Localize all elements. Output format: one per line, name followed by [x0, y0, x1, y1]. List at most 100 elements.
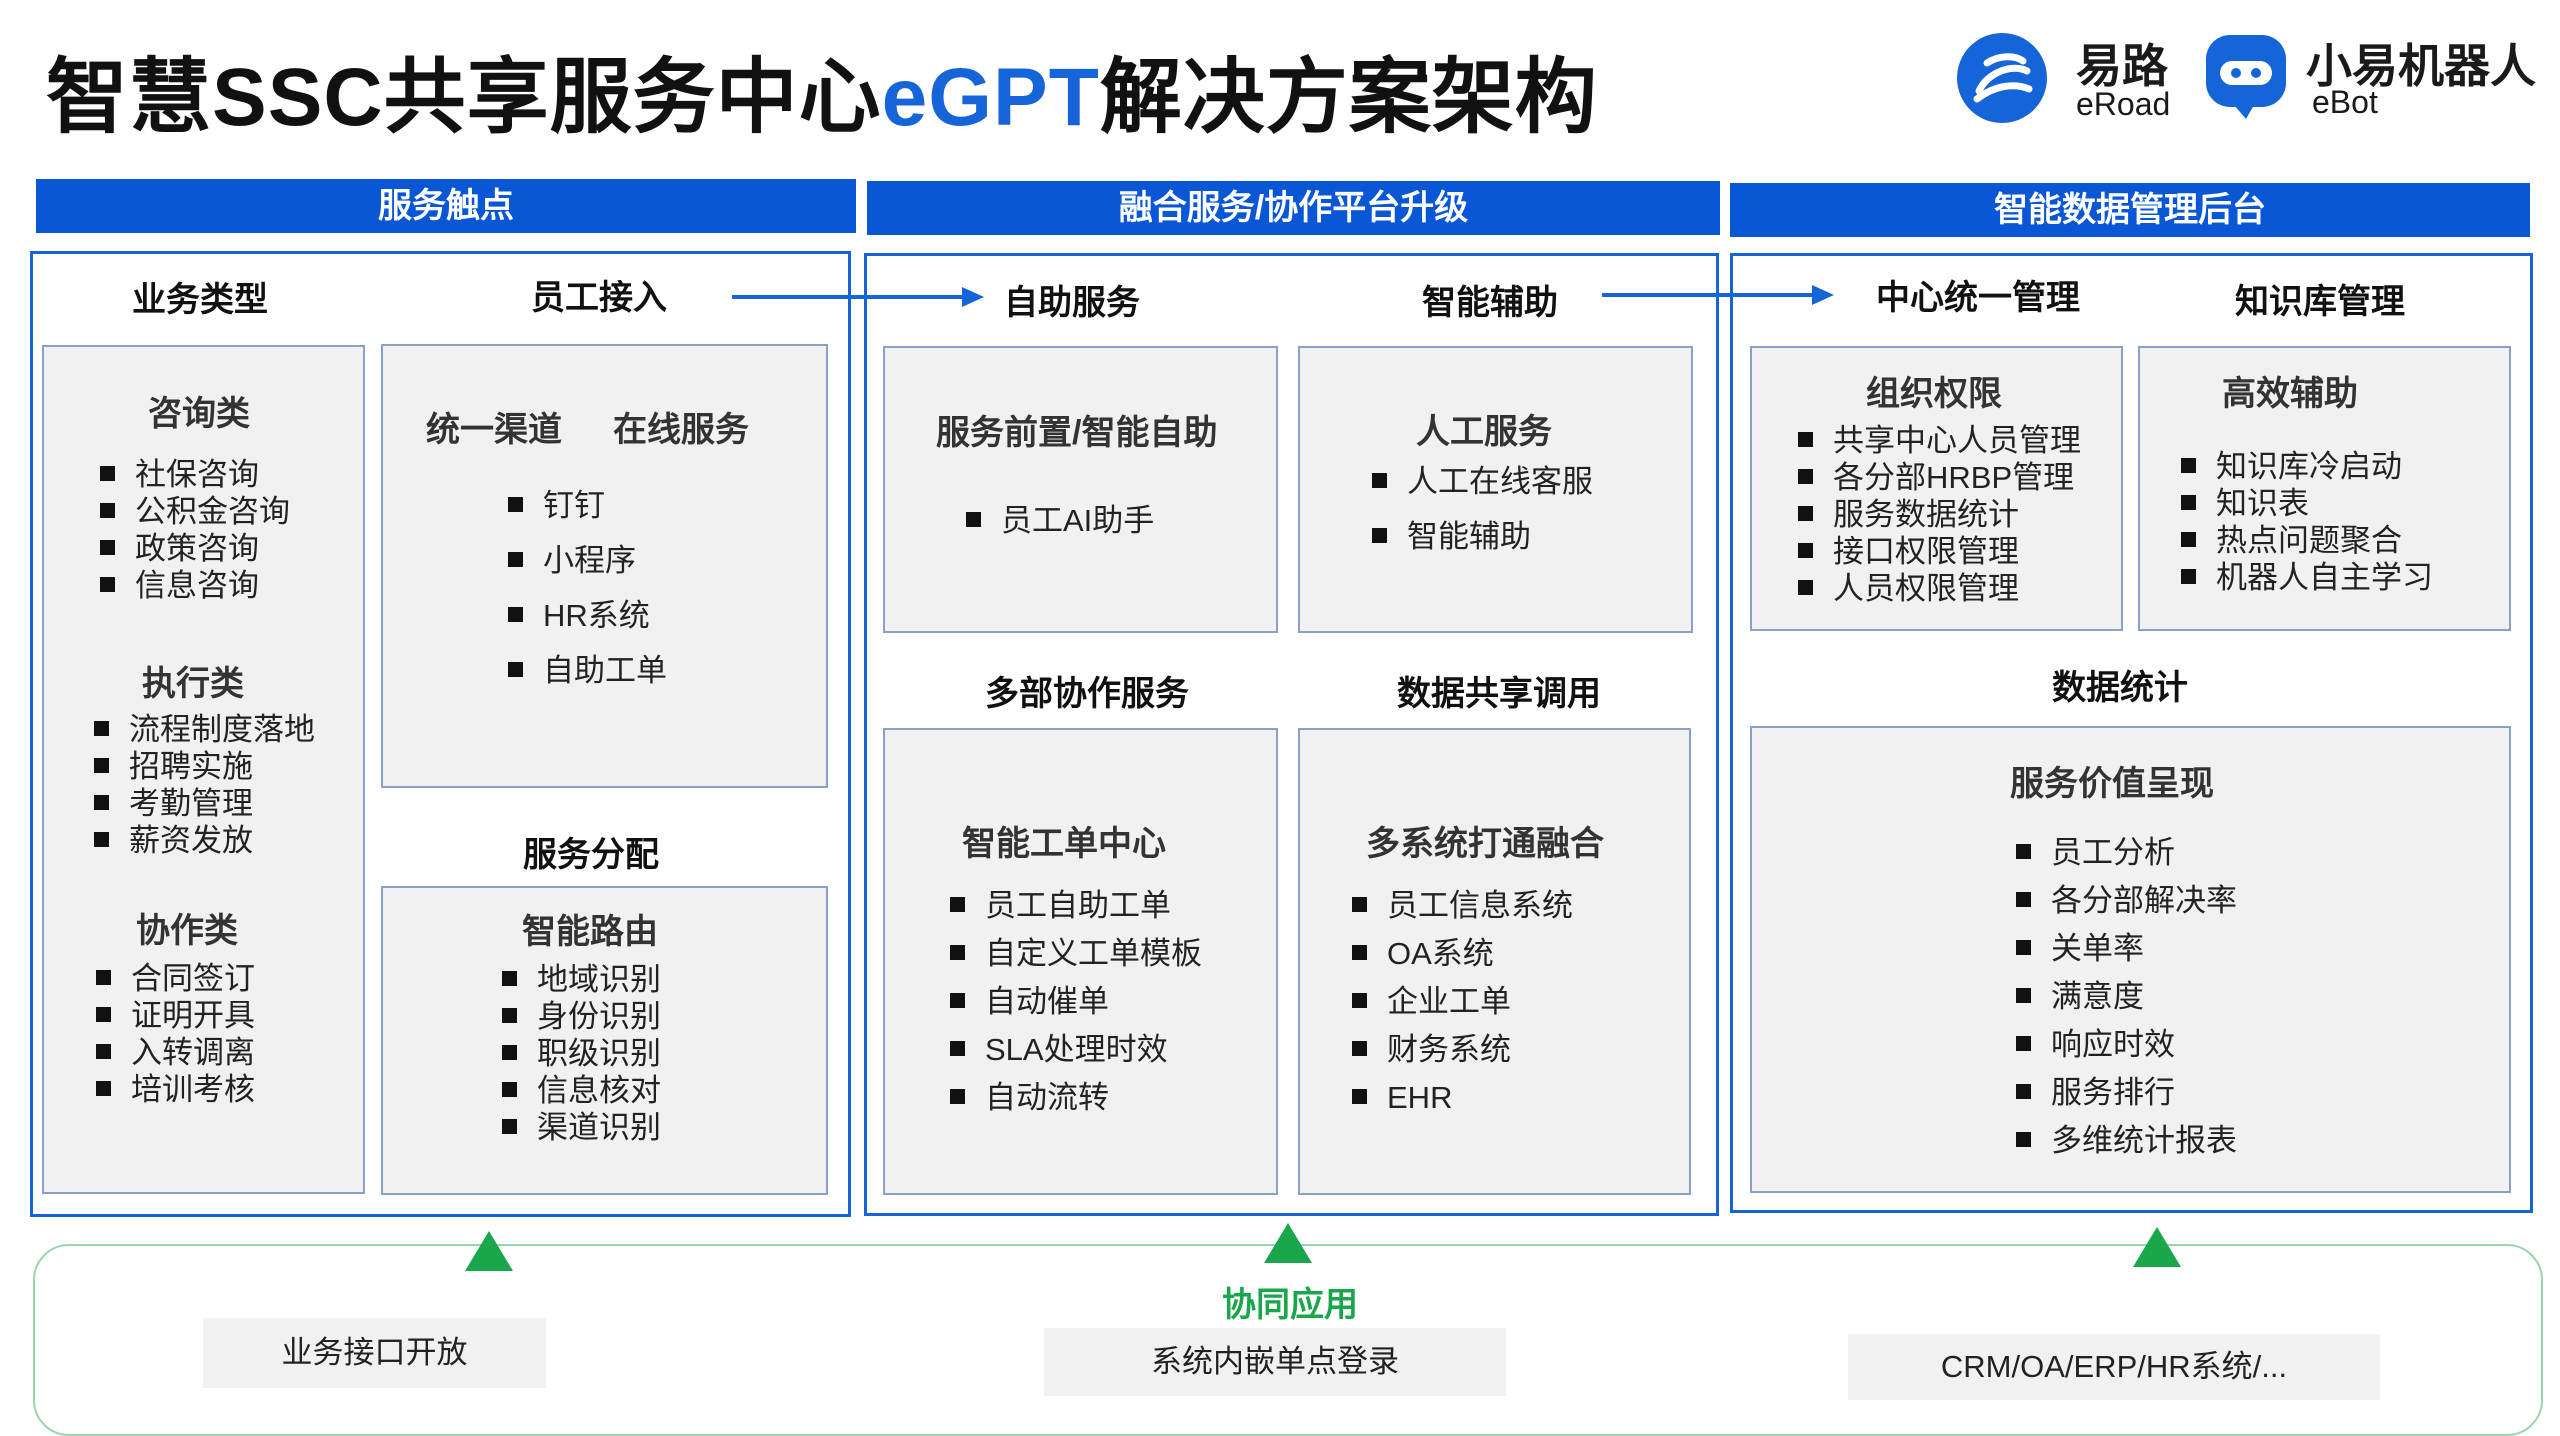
dispatch-title: 服务分配 — [523, 836, 659, 874]
list-item: 小程序 — [508, 533, 667, 588]
collab-list: 合同签订 证明开具 入转调离 培训考核 — [96, 960, 255, 1108]
list-item: 政策咨询 — [100, 530, 290, 567]
center-mgmt-title: 中心统一管理 — [1876, 279, 2080, 317]
ebot-logo-icon — [2204, 33, 2288, 121]
list-item: 员工信息系统 — [1352, 882, 1573, 930]
channel-list: 钉钉 小程序 HR系统 自助工单 — [508, 478, 667, 698]
list-item: OA系统 — [1352, 930, 1573, 978]
list-item: 考勤管理 — [94, 785, 315, 822]
online-service-title: 在线服务 — [613, 411, 749, 449]
eroad-logo-name: 易路 — [2076, 40, 2168, 92]
section3-header: 智能数据管理后台 — [1730, 183, 2530, 237]
list-item: 自动催单 — [950, 978, 1202, 1026]
execute-title: 执行类 — [142, 665, 244, 703]
list-item: 信息咨询 — [100, 567, 290, 604]
list-item: 接口权限管理 — [1798, 533, 2081, 570]
data-stats-title: 数据统计 — [2052, 669, 2188, 707]
ebot-logo-name: 小易机器人 — [2306, 40, 2536, 92]
sso-box: 系统内嵌单点登录 — [1044, 1328, 1506, 1396]
list-item: 培训考核 — [96, 1071, 255, 1108]
page-title: 智慧SSC共享服务中心eGPT解决方案架构 — [46, 30, 1598, 149]
collab-app-title: 协同应用 — [1222, 1286, 1358, 1324]
ebot-logo-sub: eBot — [2312, 84, 2378, 120]
data-share-title: 数据共享调用 — [1397, 675, 1601, 713]
list-item: 合同签订 — [96, 960, 255, 997]
up-triangle-icon — [1264, 1223, 1312, 1263]
smart-assist-title: 智能辅助 — [1422, 284, 1558, 322]
routing-list: 地域识别 身份识别 职级识别 信息核对 渠道识别 — [502, 961, 661, 1146]
list-item: 地域识别 — [502, 961, 661, 998]
value-list: 员工分析 各分部解决率 关单率 满意度 响应时效 服务排行 多维统计报表 — [2016, 829, 2237, 1165]
arrow-right-icon — [1602, 285, 1834, 305]
systems-integration-box: CRM/OA/ERP/HR系统/... — [1848, 1334, 2380, 1400]
list-item: 财务系统 — [1352, 1026, 1573, 1074]
list-item: HR系统 — [508, 588, 667, 643]
business-type-title: 业务类型 — [132, 281, 268, 319]
list-item: 自助工单 — [508, 643, 667, 698]
list-item: 知识库冷启动 — [2181, 448, 2433, 485]
human-title: 人工服务 — [1416, 413, 1552, 451]
value-title: 服务价值呈现 — [2010, 765, 2214, 803]
list-item: 钉钉 — [508, 478, 667, 533]
multi-dept-title: 多部协作服务 — [985, 675, 1189, 713]
kb-mgmt-title: 知识库管理 — [2235, 283, 2405, 321]
interface-open-box: 业务接口开放 — [203, 1318, 546, 1388]
execute-list: 流程制度落地 招聘实施 考勤管理 薪资发放 — [94, 711, 315, 859]
list-item: 自定义工单模板 — [950, 930, 1202, 978]
front-box — [883, 346, 1278, 633]
list-item: 各分部解决率 — [2016, 877, 2237, 925]
list-item: SLA处理时效 — [950, 1026, 1202, 1074]
list-item: 信息核对 — [502, 1072, 661, 1109]
org-title: 组织权限 — [1866, 375, 2002, 413]
assist-title: 高效辅助 — [2222, 375, 2358, 413]
org-list: 共享中心人员管理 各分部HRBP管理 服务数据统计 接口权限管理 人员权限管理 — [1798, 422, 2081, 607]
list-item: 热点问题聚合 — [2181, 522, 2433, 559]
list-item: 社保咨询 — [100, 456, 290, 493]
channel-title: 统一渠道 — [426, 411, 562, 449]
arrow-right-icon — [732, 287, 984, 307]
employee-access-title: 员工接入 — [531, 279, 667, 317]
list-item: 关单率 — [2016, 925, 2237, 973]
list-item: 入转调离 — [96, 1034, 255, 1071]
list-item: 服务数据统计 — [1798, 496, 2081, 533]
front-list: 员工AI助手 — [966, 500, 1154, 542]
list-item: 职级识别 — [502, 1035, 661, 1072]
list-item: 多维统计报表 — [2016, 1117, 2237, 1165]
human-list: 人工在线客服 智能辅助 — [1372, 454, 1593, 564]
list-item: 人员权限管理 — [1798, 570, 2081, 607]
list-item: 机器人自主学习 — [2181, 559, 2433, 596]
list-item: 服务排行 — [2016, 1069, 2237, 1117]
up-triangle-icon — [2133, 1227, 2181, 1267]
list-item: 证明开具 — [96, 997, 255, 1034]
list-item: EHR — [1352, 1074, 1573, 1122]
list-item: 渠道识别 — [502, 1109, 661, 1146]
list-item: 公积金咨询 — [100, 493, 290, 530]
list-item: 响应时效 — [2016, 1021, 2237, 1069]
list-item: 招聘实施 — [94, 748, 315, 785]
list-item: 智能辅助 — [1372, 509, 1593, 564]
collab-title: 协作类 — [136, 912, 238, 950]
list-item: 知识表 — [2181, 485, 2433, 522]
list-item: 人工在线客服 — [1372, 454, 1593, 509]
list-item: 薪资发放 — [94, 822, 315, 859]
list-item: 自动流转 — [950, 1074, 1202, 1122]
assist-list: 知识库冷启动 知识表 热点问题聚合 机器人自主学习 — [2181, 448, 2433, 596]
list-item: 流程制度落地 — [94, 711, 315, 748]
title-tail: 解决方案架构 — [1099, 52, 1598, 143]
eroad-logo-icon — [1957, 33, 2047, 123]
list-item: 身份识别 — [502, 998, 661, 1035]
section2-header: 融合服务/协作平台升级 — [867, 181, 1720, 235]
self-service-title: 自助服务 — [1004, 284, 1140, 322]
ticket-list: 员工自助工单 自定义工单模板 自动催单 SLA处理时效 自动流转 — [950, 882, 1202, 1122]
section1-header: 服务触点 — [36, 179, 856, 233]
eroad-logo-sub: eRoad — [2076, 86, 2171, 122]
title-highlight: eGPT — [881, 52, 1100, 143]
title-main: 智慧SSC共享服务中心 — [46, 52, 882, 143]
list-item: 各分部HRBP管理 — [1798, 459, 2081, 496]
list-item: 员工分析 — [2016, 829, 2237, 877]
list-item: 共享中心人员管理 — [1798, 422, 2081, 459]
list-item: 企业工单 — [1352, 978, 1573, 1026]
list-item: 满意度 — [2016, 973, 2237, 1021]
systems-list: 员工信息系统 OA系统 企业工单 财务系统 EHR — [1352, 882, 1573, 1122]
ticket-title: 智能工单中心 — [962, 825, 1166, 863]
